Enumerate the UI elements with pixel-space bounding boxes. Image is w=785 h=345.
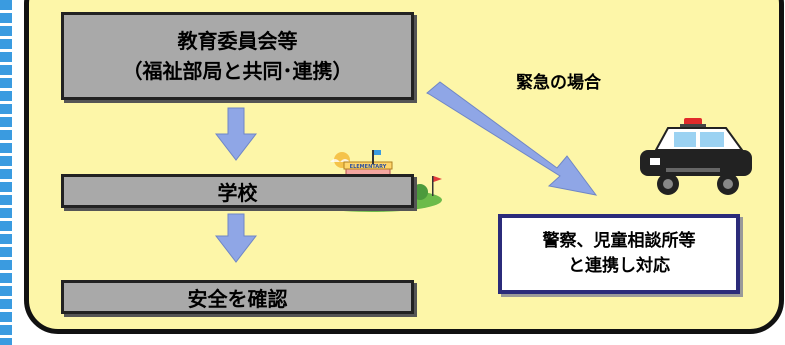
emergency-label: 緊急の場合 <box>516 73 601 93</box>
safety-confirm-box: 安全を確認 <box>61 280 414 314</box>
arrow-down-1 <box>214 107 258 161</box>
safety-confirm-label: 安全を確認 <box>187 286 288 311</box>
school-label: 学校 <box>217 180 258 205</box>
police-box-line1: 警察、児童相談所等 <box>542 231 696 251</box>
police-car-illustration <box>640 118 752 195</box>
education-board-box: 教育委員会等 （福祉部局と共同･連携） <box>61 12 414 100</box>
school-sign-text: ELEMENTARY <box>350 164 387 170</box>
education-board-title: 教育委員会等 <box>177 29 298 53</box>
police-box-line2: と連携し対応 <box>568 256 670 276</box>
arrow-down-2 <box>214 213 258 263</box>
arrow-diagonal <box>426 81 598 196</box>
left-dashed-border <box>0 0 12 345</box>
education-board-subtitle: （福祉部局と共同･連携） <box>122 59 353 83</box>
police-cooperation-box: 警察、児童相談所等 と連携し対応 <box>498 214 740 294</box>
school-box: 学校 <box>61 174 414 208</box>
